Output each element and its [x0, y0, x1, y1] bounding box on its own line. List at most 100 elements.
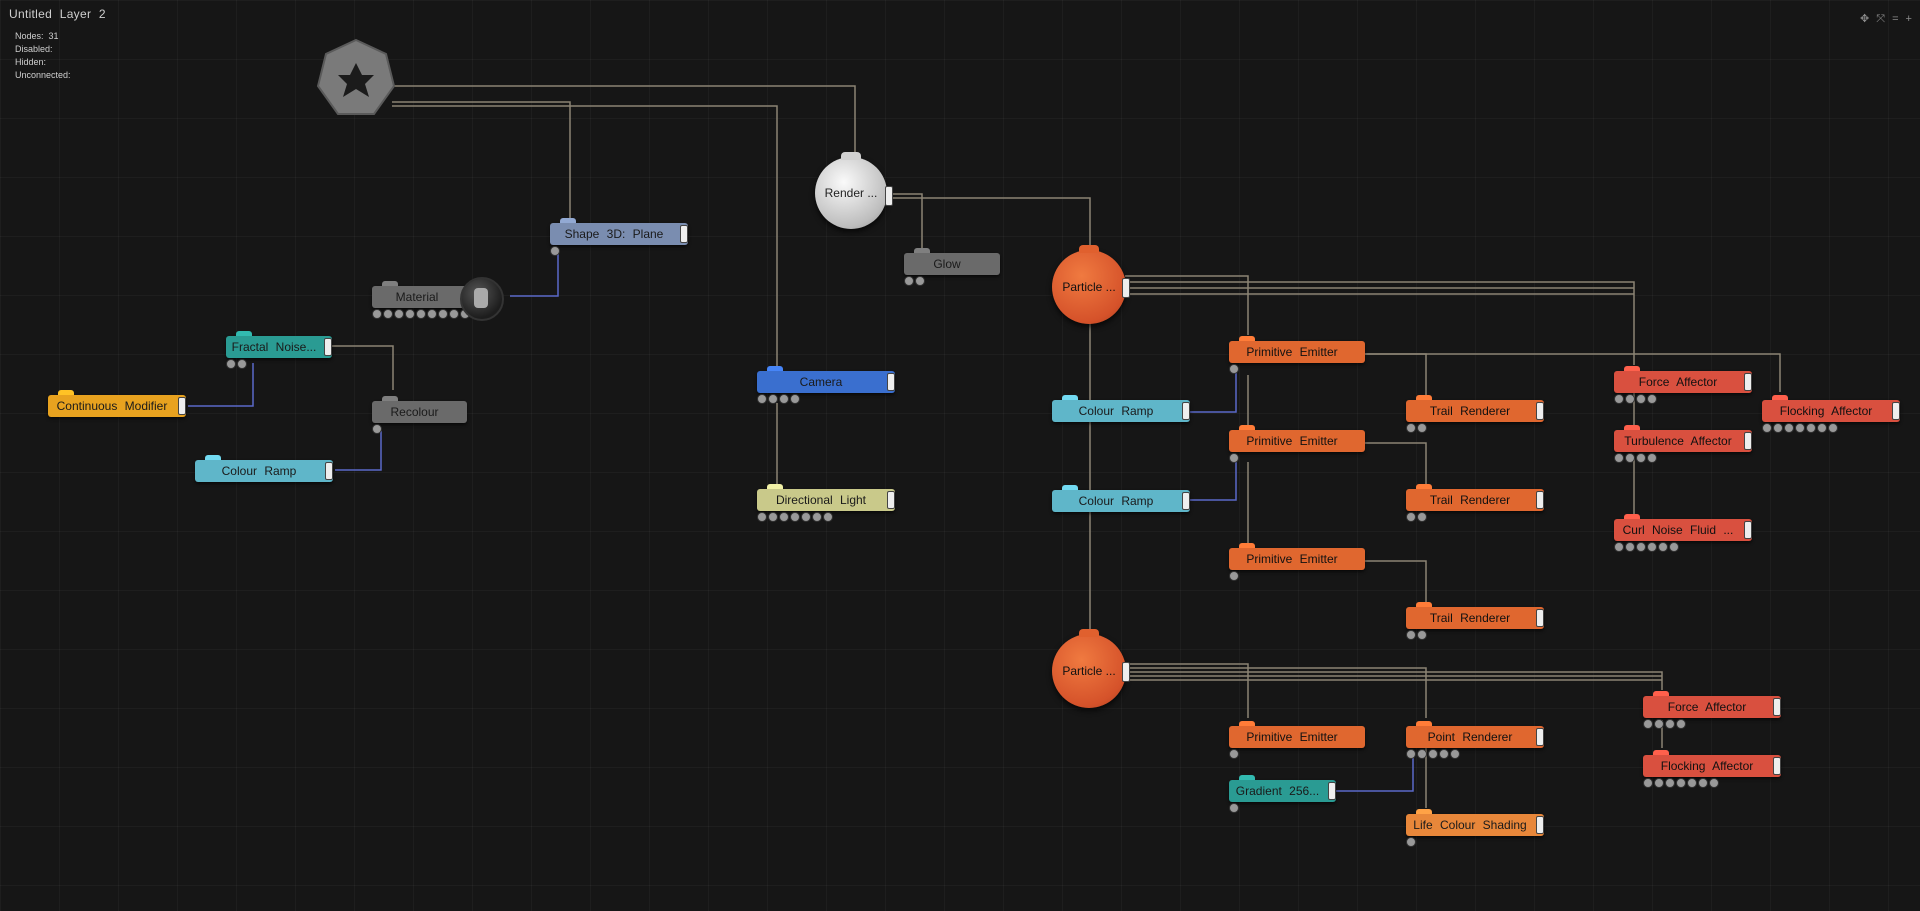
input-ports: [1406, 423, 1427, 433]
input-ports: [372, 309, 470, 319]
view-toolbar-icons[interactable]: ✥ ⤧ = +: [1859, 13, 1914, 25]
output-port: [1536, 816, 1544, 834]
node-label: Primitive Emitter: [1246, 552, 1338, 566]
node-label: Flocking Affector: [1779, 404, 1873, 418]
node-glow[interactable]: Glow: [904, 253, 1000, 286]
node-flocking-affector-2[interactable]: Flocking Affector: [1643, 755, 1781, 788]
node-label: Shape 3D: Plane: [564, 227, 664, 241]
node-colour-ramp[interactable]: Colour Ramp: [195, 460, 333, 482]
node-label: Turbulence Affector: [1624, 434, 1732, 448]
layer-title: Untitled Layer 2: [9, 7, 106, 21]
output-port: [1536, 402, 1544, 420]
node-turbulence-affector[interactable]: Turbulence Affector: [1614, 430, 1752, 463]
input-ports: [1614, 542, 1679, 552]
material-preview-icon: [460, 277, 504, 321]
input-ports: [226, 359, 247, 369]
stat-disabled: Disabled:: [15, 43, 76, 56]
output-port: [680, 225, 688, 243]
node-directional-light[interactable]: Directional Light: [757, 489, 895, 522]
node-primitive-emitter-2[interactable]: Primitive Emitter: [1229, 430, 1365, 463]
node-label: Trail Renderer: [1429, 404, 1511, 418]
node-label: Trail Renderer: [1429, 611, 1511, 625]
node-label: Render ...: [824, 186, 878, 200]
node-curl-noise-fluid[interactable]: Curl Noise Fluid ...: [1614, 519, 1752, 552]
node-label: Material: [395, 290, 439, 304]
node-trail-renderer-2[interactable]: Trail Renderer: [1406, 489, 1544, 522]
node-label: Continuous Modifier: [56, 399, 168, 413]
output-port: [887, 373, 895, 391]
node-label: Point Renderer: [1427, 730, 1513, 744]
stat-unconnected: Unconnected:: [15, 69, 76, 82]
node-force-affector-1[interactable]: Force Affector: [1614, 371, 1752, 404]
input-ports: [1406, 630, 1427, 640]
stat-label: Unconnected:: [15, 70, 71, 80]
node-label: Primitive Emitter: [1246, 730, 1338, 744]
output-port: [1773, 757, 1781, 775]
node-label: Primitive Emitter: [1246, 434, 1338, 448]
node-particle-2[interactable]: Particle ...: [1052, 629, 1126, 708]
node-label: Recolour: [390, 405, 439, 419]
output-port: [1182, 492, 1190, 510]
node-label: Glow: [933, 257, 961, 271]
output-port: [1536, 728, 1544, 746]
input-ports: [550, 246, 560, 256]
node-trail-renderer-3[interactable]: Trail Renderer: [1406, 607, 1544, 640]
node-gradient-256[interactable]: Gradient 256...: [1229, 780, 1336, 813]
node-primitive-emitter-3[interactable]: Primitive Emitter: [1229, 548, 1365, 581]
render-output-port[interactable]: [885, 186, 893, 206]
node-colour-ramp-2[interactable]: Colour Ramp: [1052, 490, 1190, 512]
node-material[interactable]: Material: [372, 286, 472, 319]
scene-root-icon: [316, 38, 396, 115]
node-point-renderer[interactable]: Point Renderer: [1406, 726, 1544, 759]
input-ports: [1762, 423, 1838, 433]
input-ports: [1229, 364, 1239, 374]
node-primitive-emitter-4[interactable]: Primitive Emitter: [1229, 726, 1365, 759]
input-ports: [1614, 453, 1657, 463]
input-ports: [757, 512, 833, 522]
input-ports: [1406, 512, 1427, 522]
node-label: Force Affector: [1667, 700, 1747, 714]
output-port: [1328, 782, 1336, 800]
node-label: Particle ...: [1062, 280, 1116, 294]
node-camera[interactable]: Camera: [757, 371, 895, 404]
output-port: [1744, 373, 1752, 391]
node-label: Force Affector: [1638, 375, 1718, 389]
node-label: Camera: [799, 375, 843, 389]
particle-1-output-port[interactable]: [1122, 278, 1130, 298]
output-port: [1773, 698, 1781, 716]
node-trail-renderer-1[interactable]: Trail Renderer: [1406, 400, 1544, 433]
node-recolour[interactable]: Recolour: [372, 401, 467, 434]
stat-nodes: Nodes: 31: [15, 30, 76, 43]
node-life-colour-shading[interactable]: Life Colour Shading: [1406, 814, 1544, 847]
node-continuous-modifier[interactable]: Continuous Modifier: [48, 395, 186, 417]
node-label: Primitive Emitter: [1246, 345, 1338, 359]
stat-value: 31: [48, 31, 59, 41]
node-primitive-emitter-1[interactable]: Primitive Emitter: [1229, 341, 1365, 374]
stat-label: Disabled:: [15, 44, 53, 54]
output-port: [324, 338, 332, 356]
node-label: Particle ...: [1062, 664, 1116, 678]
node-force-affector-2[interactable]: Force Affector: [1643, 696, 1781, 729]
node-label: Curl Noise Fluid ...: [1622, 523, 1734, 537]
node-label: Flocking Affector: [1660, 759, 1754, 773]
node-label: Trail Renderer: [1429, 493, 1511, 507]
output-port: [1744, 521, 1752, 539]
node-render[interactable]: Render ...: [815, 152, 887, 229]
node-particle-1[interactable]: Particle ...: [1052, 245, 1126, 324]
output-port: [887, 491, 895, 509]
input-ports: [1643, 778, 1719, 788]
node-label: Colour Ramp: [221, 464, 297, 478]
node-label: Fractal Noise...: [231, 340, 317, 354]
node-colour-ramp-1[interactable]: Colour Ramp: [1052, 400, 1190, 422]
stat-label: Nodes:: [15, 31, 44, 41]
node-shape-3d-plane[interactable]: Shape 3D: Plane: [550, 223, 688, 256]
output-port: [178, 397, 186, 415]
input-ports: [1406, 749, 1460, 759]
node-flocking-affector-1[interactable]: Flocking Affector: [1762, 400, 1900, 433]
input-ports: [1229, 453, 1239, 463]
input-ports: [372, 424, 382, 434]
input-ports: [1229, 571, 1239, 581]
node-fractal-noise[interactable]: Fractal Noise...: [226, 336, 332, 369]
particle-2-output-port[interactable]: [1122, 662, 1130, 682]
